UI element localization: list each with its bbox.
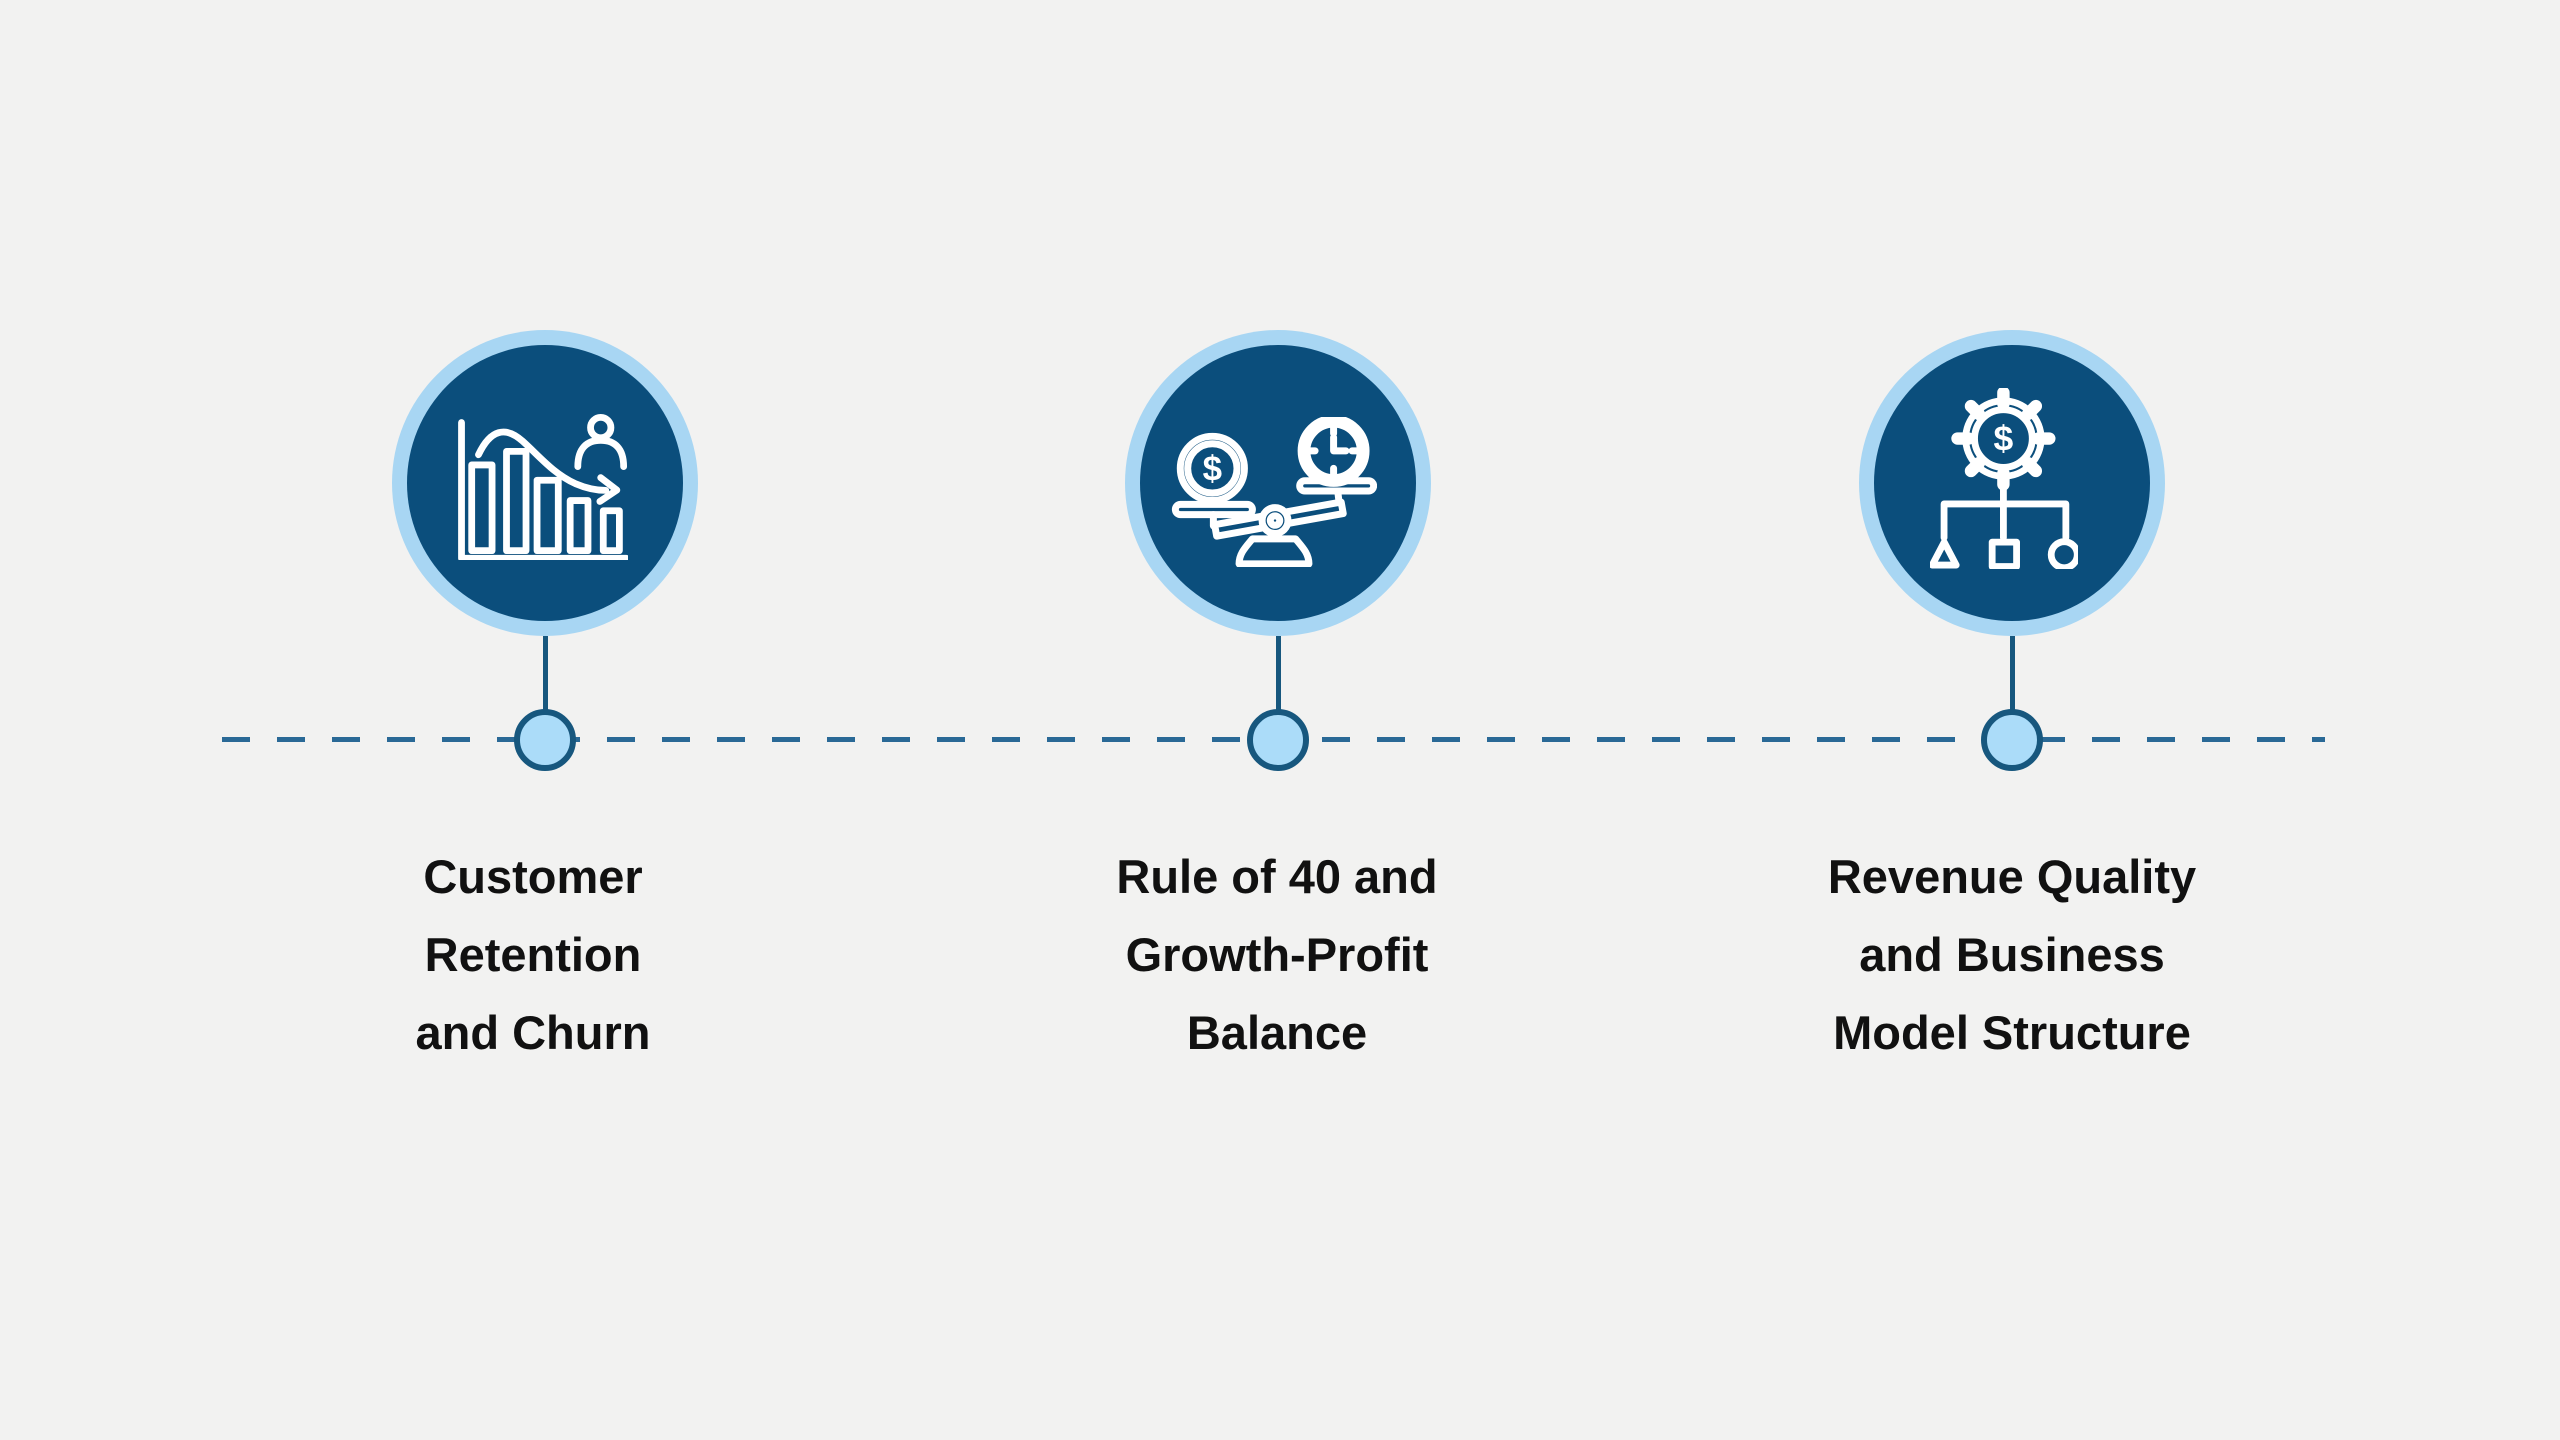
node-label: Revenue Quality and Business Model Struc…: [1712, 838, 2312, 1072]
node-disc: $: [1874, 345, 2150, 621]
label-line: and Business: [1859, 928, 2165, 981]
node-label: Rule of 40 and Growth-Profit Balance: [977, 838, 1577, 1072]
gear-dollar-org-structure-icon: $: [1930, 387, 2078, 569]
label-line: Balance: [1186, 1006, 1368, 1059]
node-disc: $: [1140, 345, 1416, 621]
label-line: and Churn: [415, 1006, 651, 1059]
node-stem-line: [1275, 636, 1281, 710]
label-line: Rule of 40 and: [1116, 850, 1438, 903]
balance-scale-money-time-icon: $: [1171, 417, 1377, 567]
declining-bar-chart-customer-icon: [458, 414, 628, 560]
timeline-dot: [1981, 709, 2043, 771]
node-disc: [407, 345, 683, 621]
label-line: Customer: [423, 850, 643, 903]
node-stem-line: [542, 636, 548, 710]
label-line: Revenue Quality: [1827, 850, 2197, 903]
node-circle: $: [1859, 330, 2165, 636]
timeline-dot: [514, 709, 576, 771]
node-circle: [392, 330, 698, 636]
gear-dollar-glyph: $: [1994, 418, 2014, 458]
node-circle: $: [1125, 330, 1431, 636]
label-line: Model Structure: [1833, 1006, 2191, 1059]
label-line: Growth-Profit: [1125, 928, 1429, 981]
node-stem-line: [2009, 636, 2015, 710]
coin-dollar-glyph: $: [1203, 450, 1222, 489]
label-line: Retention: [424, 928, 642, 981]
timeline-dot: [1247, 709, 1309, 771]
node-label: Customer Retention and Churn: [233, 838, 833, 1072]
